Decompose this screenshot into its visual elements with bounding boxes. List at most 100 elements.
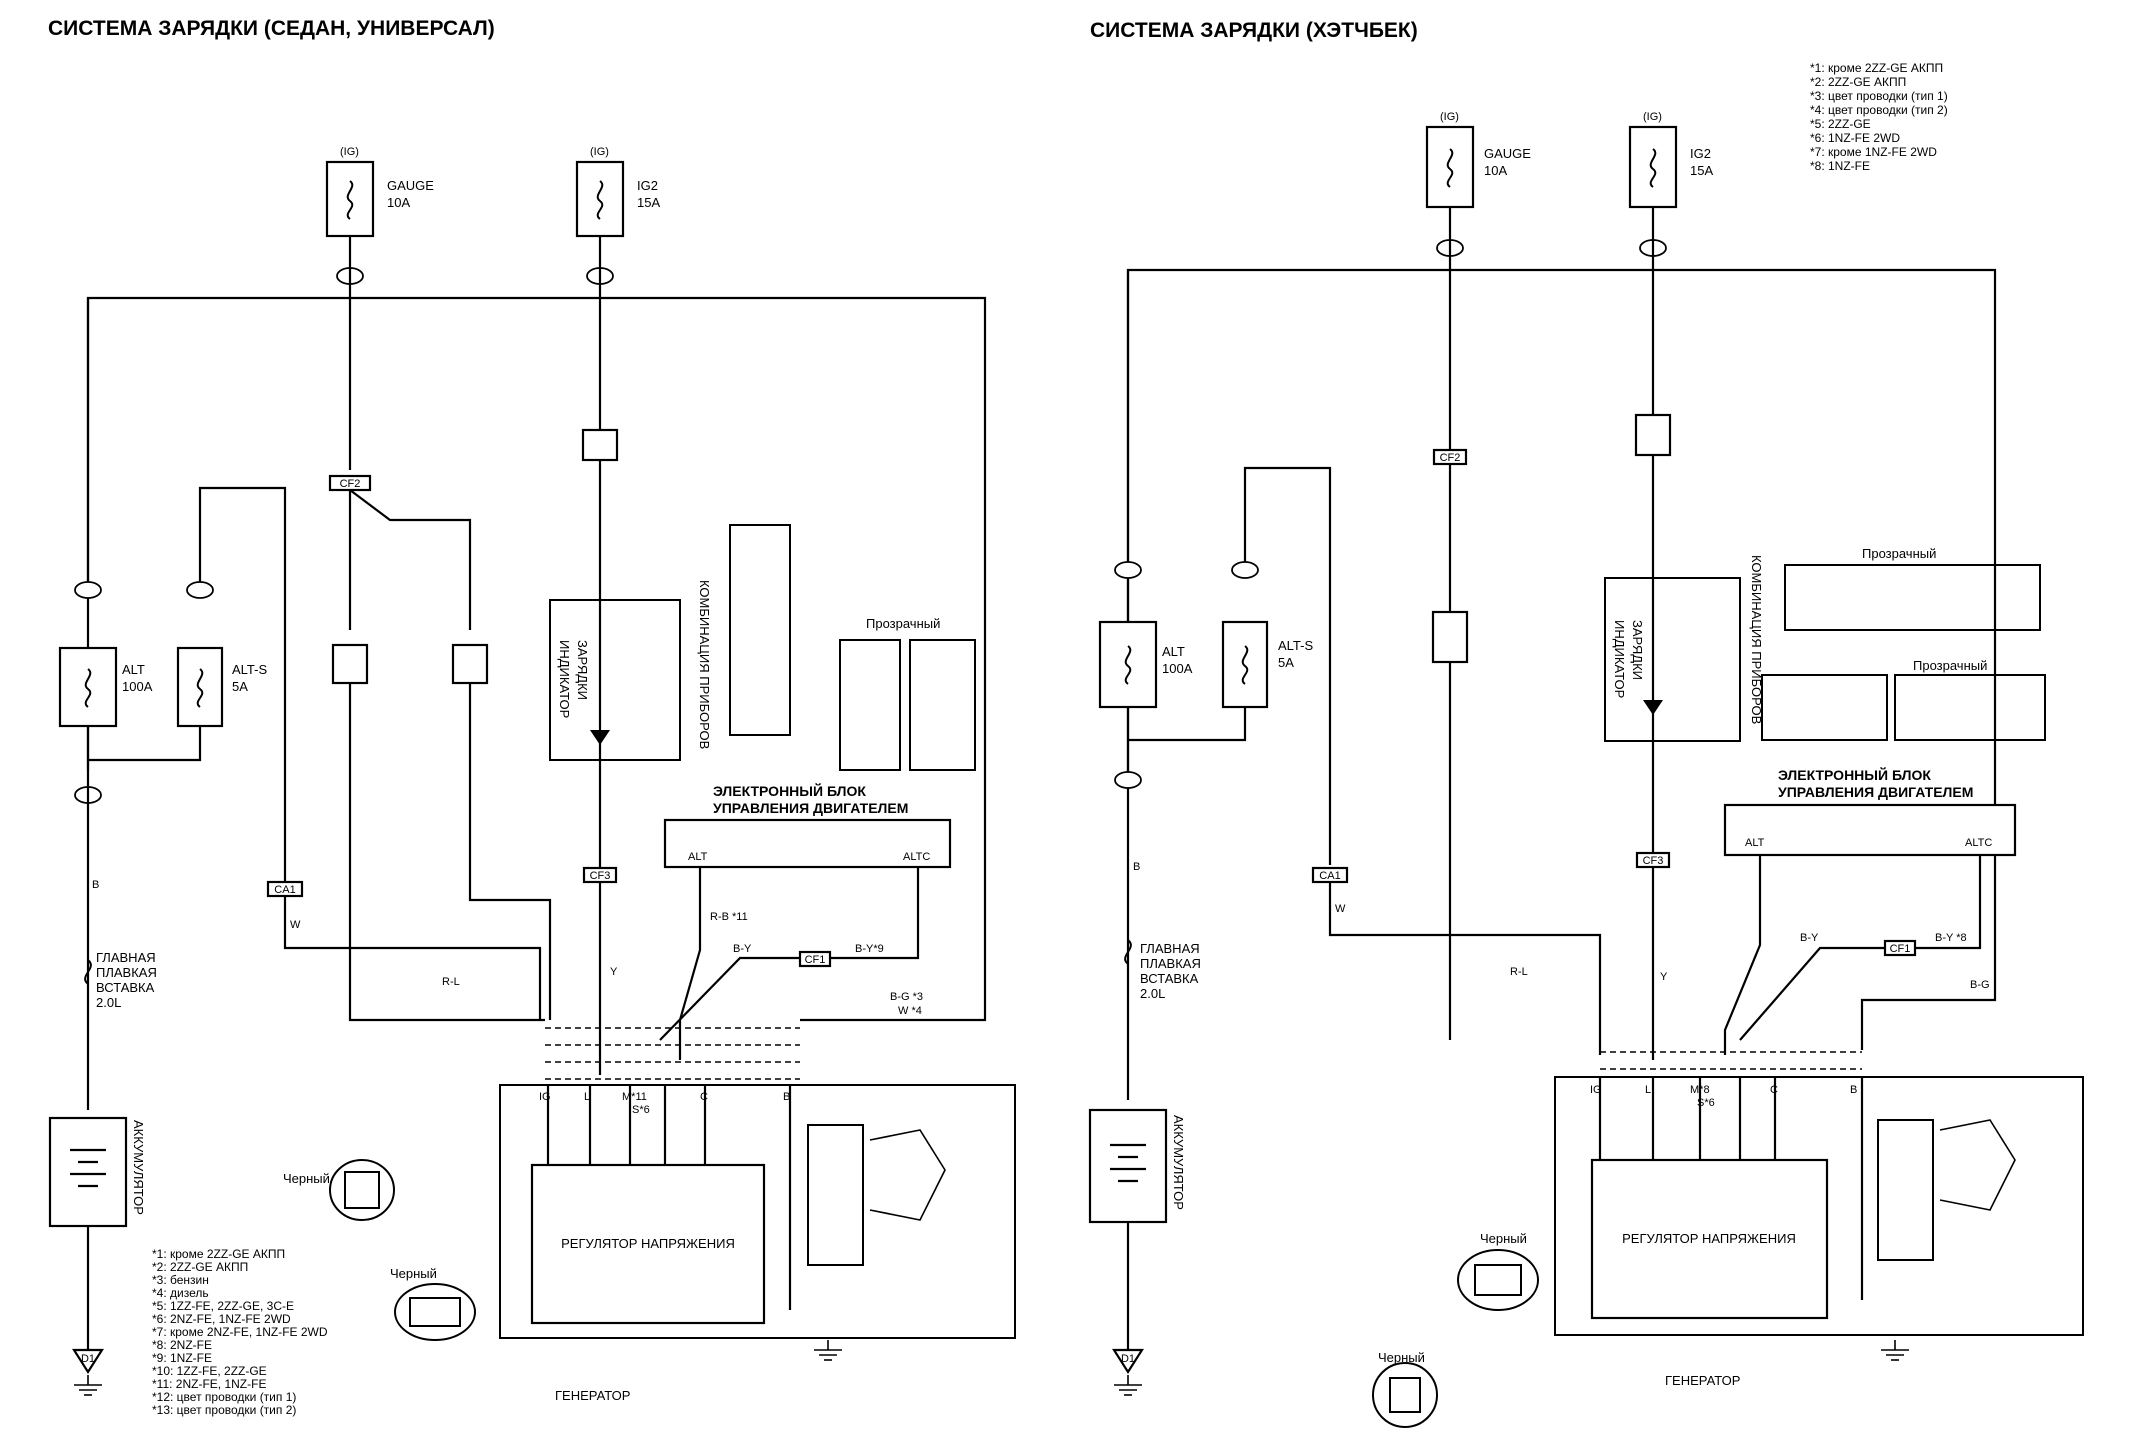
left-wire-rl: R-L <box>442 976 460 988</box>
left-wire-bg: B-G *3 <box>890 991 923 1003</box>
left-fuse-ig2 <box>575 160 625 238</box>
right-note: *3: цвет проводки (тип 1) <box>1810 89 1948 103</box>
left-note: *3: бензин <box>152 1273 209 1287</box>
right-transparent2: Прозрачный <box>1913 658 1987 673</box>
left-cf1-label: CF1 <box>805 954 826 966</box>
left-regulator <box>530 1163 766 1325</box>
left-alt-label: ALT <box>122 662 145 677</box>
left-cf3-label: CF3 <box>590 870 611 882</box>
right-meter-connector <box>1784 564 2041 631</box>
right-alt-label: ALT <box>1162 644 1185 659</box>
right-alts-amp: 5A <box>1278 655 1294 670</box>
left-wire-y: Y <box>610 966 618 978</box>
left-note: *8: 2NZ-FE <box>152 1338 212 1352</box>
left-battery <box>48 1116 128 1228</box>
right-ca1-label: CA1 <box>1319 870 1340 882</box>
right-combination-meter-box <box>1604 577 1741 742</box>
right-gauge-label: GAUGE <box>1484 146 1531 161</box>
right-ecu-box <box>1723 803 2017 857</box>
left-ecu-pin-altc: ALTC <box>903 851 930 863</box>
left-fuse-gauge <box>325 160 375 238</box>
right-cf2-label: CF2 <box>1440 452 1461 464</box>
left-note: *7: кроме 2NZ-FE, 1NZ-FE 2WD <box>152 1325 328 1339</box>
right-note: *8: 1NZ-FE <box>1810 159 1870 173</box>
right-fl-line1: ГЛАВНАЯ <box>1140 941 1200 956</box>
right-fuse-gauge <box>1425 125 1475 209</box>
left-pin-ig: IG <box>539 1091 551 1103</box>
right-regulator <box>1590 1158 1829 1320</box>
right-ecu-line1: ЭЛЕКТРОННЫЙ БЛОК <box>1778 766 1931 783</box>
left-gauge-label: GAUGE <box>387 178 434 193</box>
right-note: *7: кроме 1NZ-FE 2WD <box>1810 145 1937 159</box>
right-fl-line2: ПЛАВКАЯ <box>1140 956 1201 971</box>
left-note: *10: 1ZZ-FE, 2ZZ-GE <box>152 1364 267 1378</box>
left-note: *13: цвет проводки (тип 2) <box>152 1403 296 1417</box>
right-alts-label: ALT-S <box>1278 638 1313 653</box>
right-black2: Черный <box>1378 1350 1425 1365</box>
left-generator-label: ГЕНЕРАТОР <box>555 1388 630 1403</box>
right-note: *2: 2ZZ-GE АКПП <box>1810 75 1906 89</box>
right-transparent1: Прозрачный <box>1862 546 1936 561</box>
right-connector-cf3 <box>1635 851 1671 869</box>
right-wire-w1: W <box>1335 903 1346 915</box>
left-ecu-line1: ЭЛЕКТРОННЫЙ БЛОК <box>713 782 866 799</box>
right-generator-label: ГЕНЕРАТОР <box>1665 1373 1740 1388</box>
left-fuse-alts <box>176 646 224 728</box>
right-alt-amp: 100A <box>1162 661 1193 676</box>
right-note: *5: 2ZZ-GE <box>1810 117 1871 131</box>
right-cf3-label: CF3 <box>1643 855 1664 867</box>
right-gauge-amp: 10A <box>1484 163 1507 178</box>
right-regulator-label: РЕГУЛЯТОР НАПРЯЖЕНИЯ <box>1622 1231 1796 1246</box>
right-note: *4: цвет проводки (тип 2) <box>1810 103 1948 117</box>
left-black2: Черный <box>390 1266 437 1281</box>
left-title: СИСТЕМА ЗАРЯДКИ (СЕДАН, УНИВЕРСАЛ) <box>48 17 495 40</box>
left-ecu-box <box>663 818 952 869</box>
left-wire-w4: W *4 <box>898 1005 922 1017</box>
left-alt-amp: 100A <box>122 679 153 694</box>
right-fl-line3: ВСТАВКА <box>1140 971 1199 986</box>
right-wire-rl: R-L <box>1510 966 1528 978</box>
right-indicator-line1: ИНДИКАТОР <box>1612 620 1627 698</box>
right-connector-cf2 <box>1432 448 1468 466</box>
left-fl-line3: ВСТАВКА <box>96 980 155 995</box>
right-notes: *1: кроме 2ZZ-GE АКПП *2: 2ZZ-GE АКПП *3… <box>1810 61 1948 173</box>
right-fuse-alt <box>1098 620 1158 709</box>
left-pin-s: S*6 <box>632 1104 650 1116</box>
left-generator-frame <box>499 1084 1016 1339</box>
left-transparent: Прозрачный <box>866 616 940 631</box>
right-gauge-tag: (IG) <box>1440 111 1459 123</box>
left-note: *4: дизель <box>152 1286 209 1300</box>
right-cf1-label: CF1 <box>1890 943 1911 955</box>
right-wire-b: B <box>1133 861 1140 873</box>
right-fuse-ig2 <box>1628 125 1678 209</box>
right-wire-by: B-Y <box>1800 932 1819 944</box>
left-alts-label: ALT-S <box>232 662 267 677</box>
left-ca1-label: CA1 <box>274 884 295 896</box>
left-note: *5: 1ZZ-FE, 2ZZ-GE, 3C-E <box>152 1299 294 1313</box>
right-title: СИСТЕМА ЗАРЯДКИ (ХЭТЧБЕК) <box>1090 19 1418 42</box>
left-fl-line1: ГЛАВНАЯ <box>96 950 156 965</box>
left-note: *6: 2NZ-FE, 1NZ-FE 2WD <box>152 1312 291 1326</box>
left-pin-l: L <box>584 1091 590 1103</box>
left-wire-by: B-Y <box>733 943 752 955</box>
left-ecu-line2: УПРАВЛЕНИЯ ДВИГАТЕЛЕМ <box>713 800 908 816</box>
left-note: *2: 2ZZ-GE АКПП <box>152 1260 248 1274</box>
right-generator-frame <box>1554 1076 2084 1336</box>
left-combination-meter: КОМБИНАЦИЯ ПРИБОРОВ <box>697 580 712 749</box>
right-pin-ig: IG <box>1590 1084 1602 1096</box>
right-battery-label: АККУМУЛЯТОР <box>1171 1115 1186 1210</box>
right-d1-label: D1 <box>1121 1353 1135 1365</box>
left-cf2-label: CF2 <box>340 478 361 490</box>
left-pin-b: B <box>783 1091 790 1103</box>
right-pin-s: S*6 <box>1697 1097 1715 1109</box>
right-ig2-label: IG2 <box>1690 146 1711 161</box>
left-d1-label: D1 <box>81 1353 95 1365</box>
left-gauge-amp: 10A <box>387 195 410 210</box>
left-indicator-line1: ИНДИКАТОР <box>557 640 572 718</box>
right-ecu-line2: УПРАВЛЕНИЯ ДВИГАТЕЛЕМ <box>1778 784 1973 800</box>
left-indicator-line2: ЗАРЯДКИ <box>575 640 590 700</box>
left-notes: *1: кроме 2ZZ-GE АКПП *2: 2ZZ-GE АКПП *3… <box>152 1247 328 1417</box>
right-ig2-tag: (IG) <box>1643 111 1662 123</box>
left-alts-amp: 5A <box>232 679 248 694</box>
